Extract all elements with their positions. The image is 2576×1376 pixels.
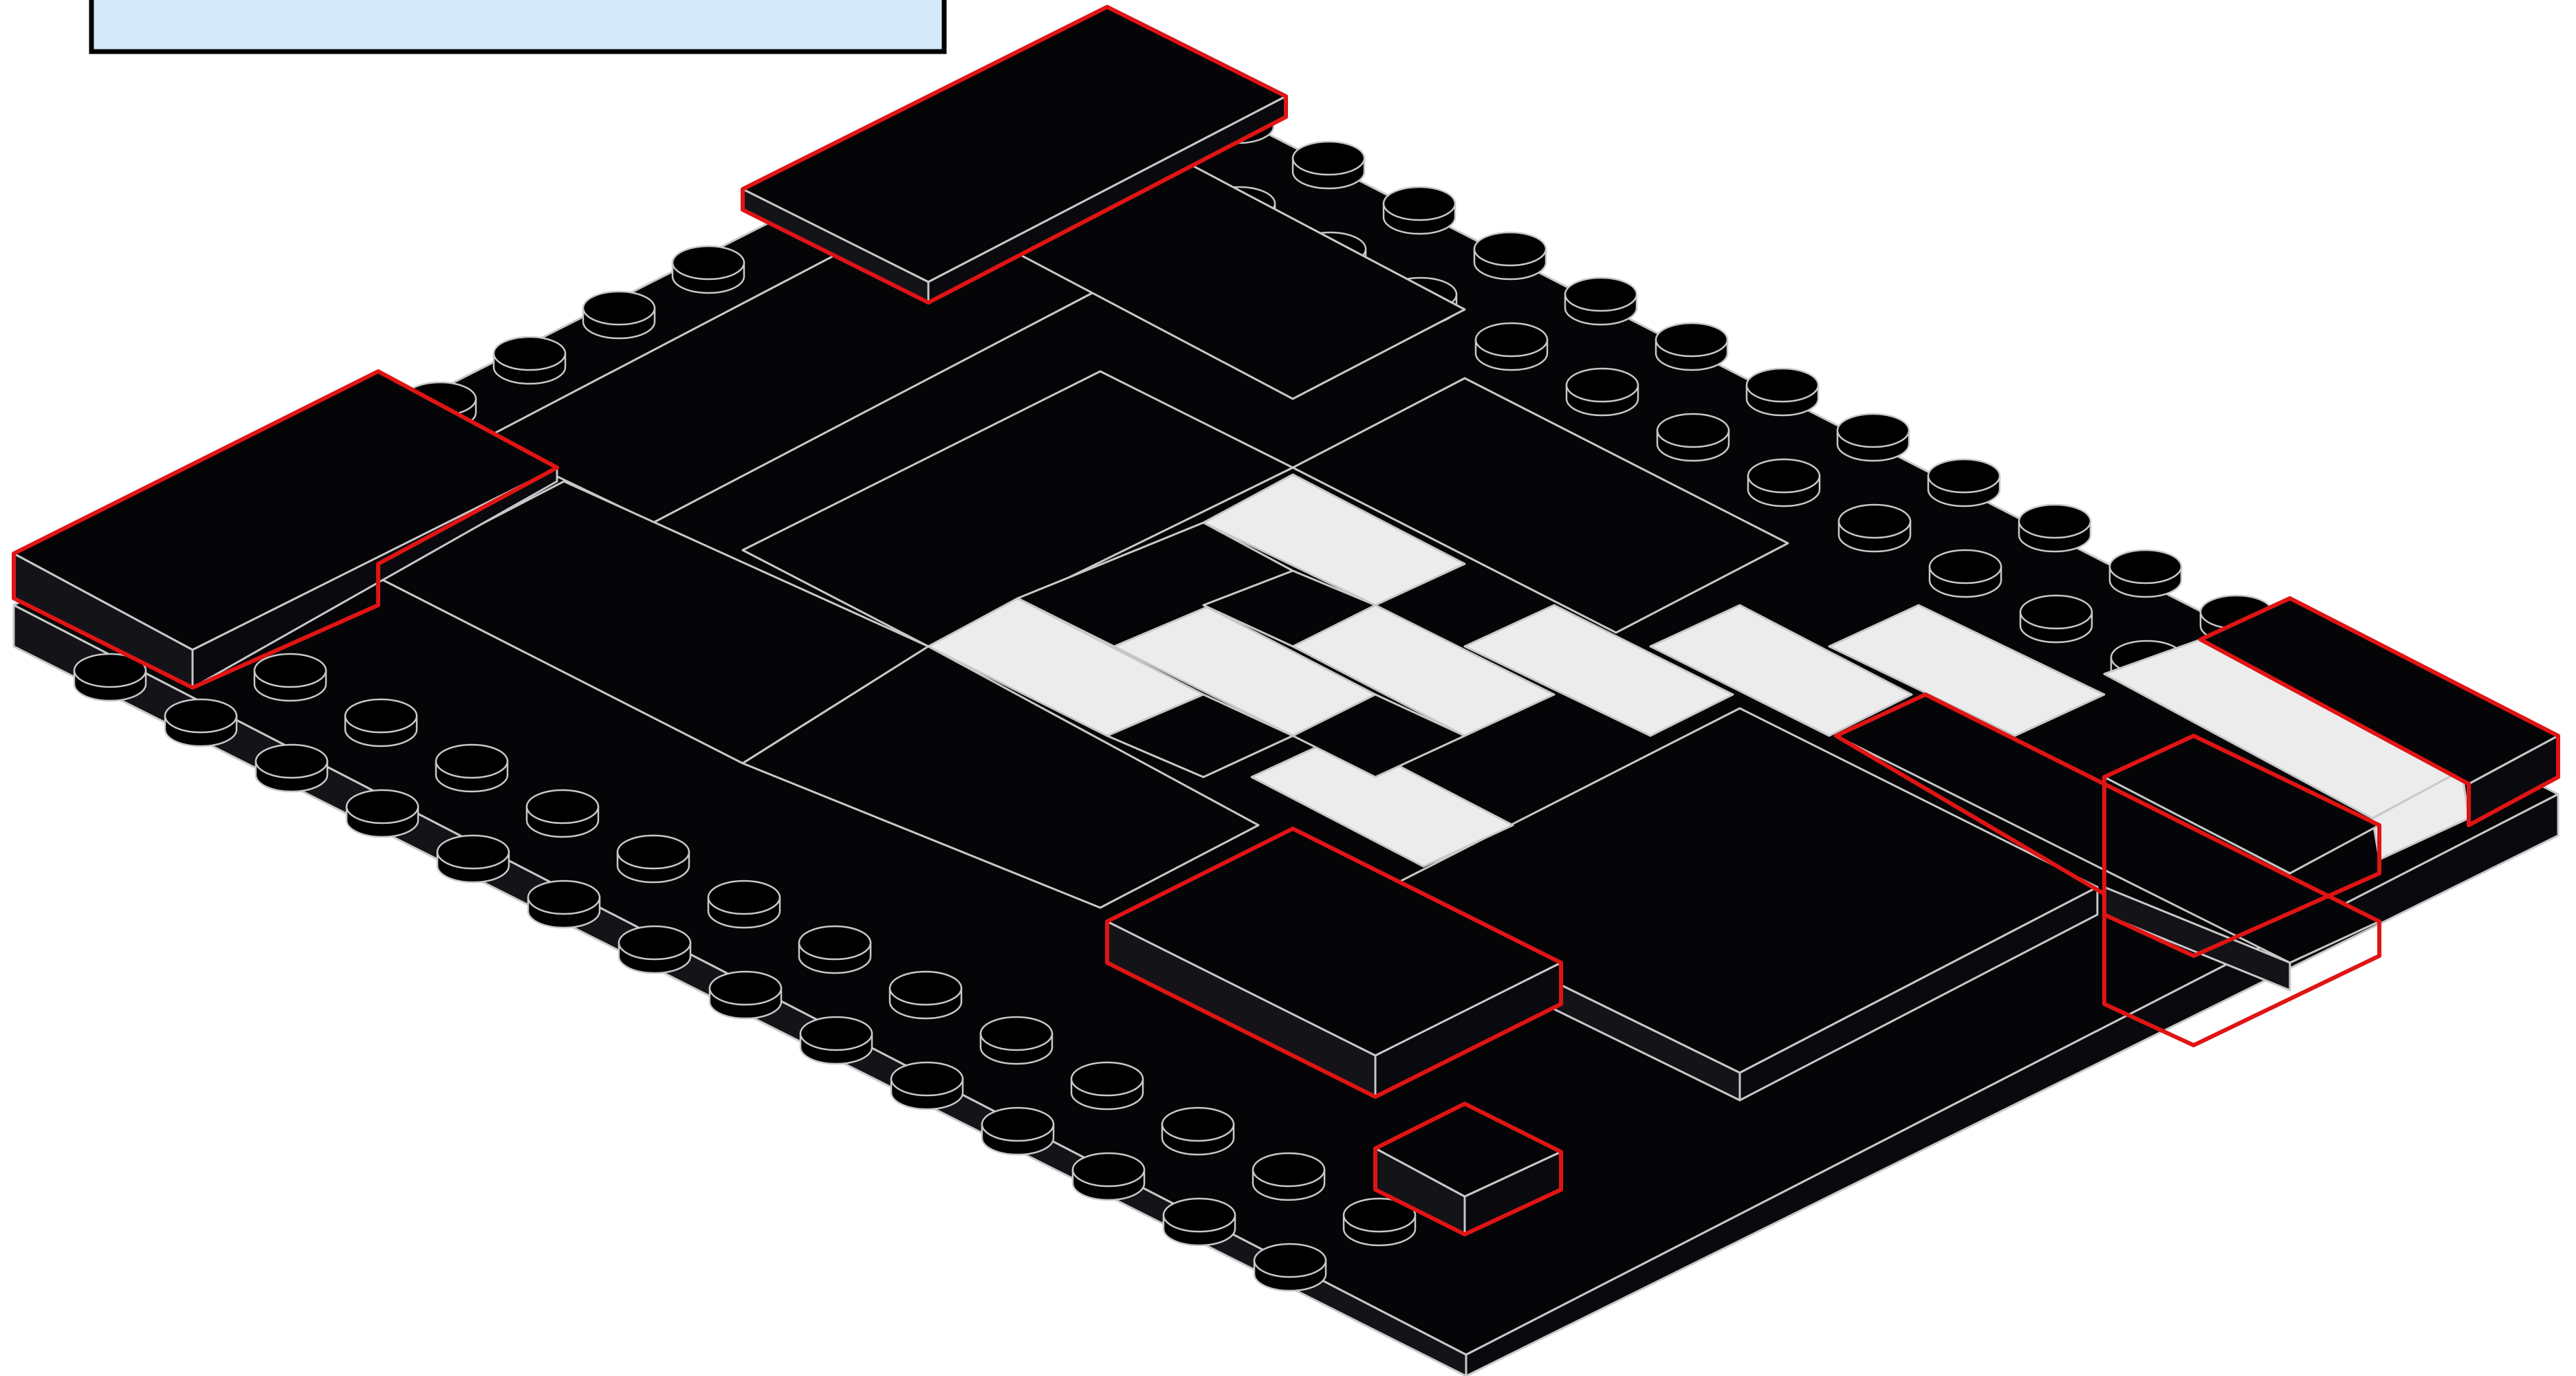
stud-top: [347, 790, 418, 823]
stud-top: [981, 1017, 1052, 1050]
stud-top: [1254, 1244, 1326, 1277]
stud-top: [1073, 1153, 1144, 1186]
stud-top: [1476, 323, 1547, 356]
stud-top: [165, 699, 237, 732]
stud-top: [254, 654, 326, 687]
stud-top: [982, 1108, 1054, 1141]
stud-top: [1253, 1153, 1324, 1186]
stud-top: [710, 972, 781, 1005]
stud-top: [1748, 459, 1820, 492]
step-callout-box: [91, 0, 944, 52]
stud-top: [1293, 142, 1364, 175]
stud-top: [1565, 278, 1637, 311]
stud-top: [583, 292, 655, 325]
stud-top: [437, 836, 509, 869]
stud-top: [528, 881, 600, 914]
stud-top: [1657, 414, 1729, 447]
stud-top: [256, 745, 327, 778]
stud-top: [1162, 1108, 1234, 1141]
stud-top: [1747, 369, 1818, 402]
stud-top: [1930, 550, 2001, 583]
stud-top: [890, 972, 961, 1005]
stud-top: [1474, 232, 1546, 265]
stud-top: [2020, 596, 2092, 629]
stud-top: [618, 836, 689, 869]
stud-top: [2019, 505, 2091, 538]
stud-top: [1839, 505, 1910, 538]
stud-top: [1928, 459, 2000, 492]
stud-top: [1384, 187, 1455, 220]
stud-top: [527, 790, 598, 823]
stud-top: [2110, 550, 2181, 583]
stud-top: [800, 1017, 872, 1050]
stud-top: [1071, 1062, 1143, 1095]
stud-top: [494, 337, 565, 370]
stud-top: [345, 699, 417, 732]
stud-top: [799, 926, 871, 959]
stud-top: [1567, 369, 1638, 402]
stud-top: [891, 1062, 963, 1095]
stud-top: [1656, 323, 1727, 356]
stud-top: [619, 926, 690, 959]
stud-top: [436, 745, 507, 778]
stud-top: [708, 881, 780, 914]
stud-top: [1164, 1199, 1235, 1232]
stud-top: [1837, 414, 1909, 447]
stud-top: [673, 246, 744, 279]
